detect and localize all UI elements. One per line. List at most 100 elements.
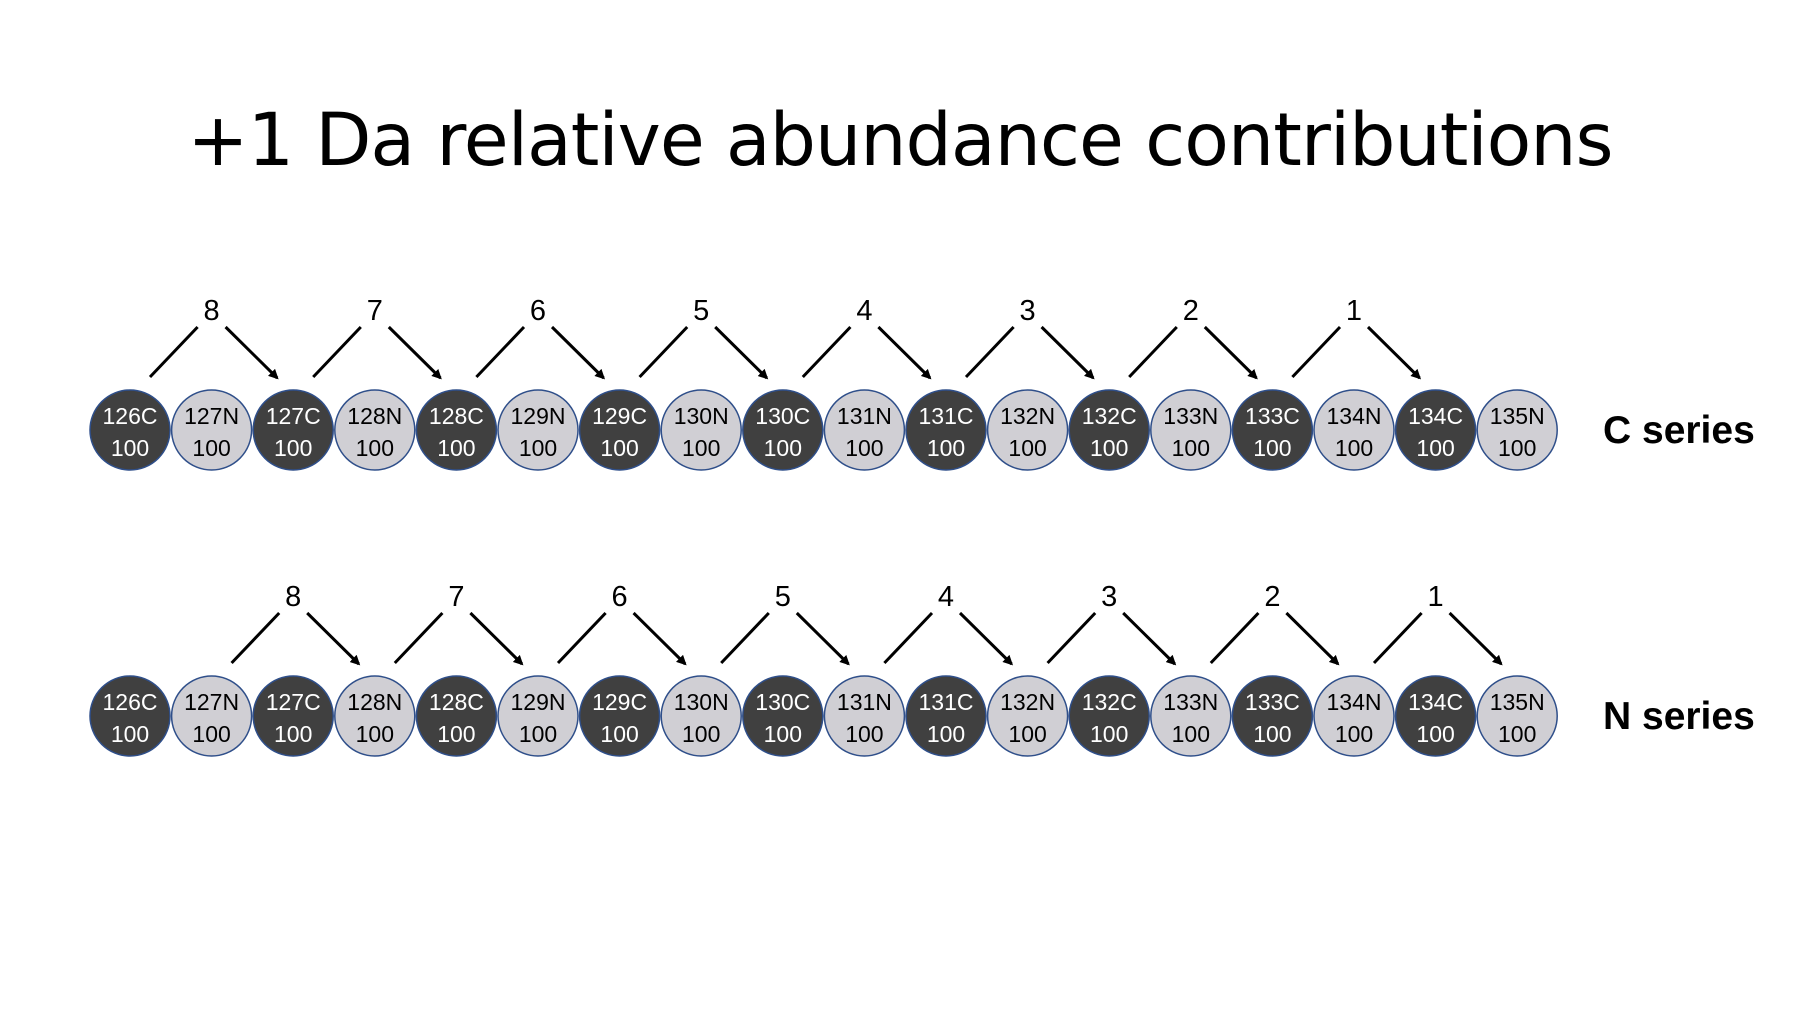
tag-abundance: 100 [1090, 721, 1128, 747]
tag-name: 131C [919, 689, 974, 715]
tag-abundance: 100 [1416, 435, 1454, 461]
transfer-line-up [720, 611, 770, 665]
reporter-disk [905, 389, 987, 471]
reporter-disk [170, 389, 253, 471]
tag-abundance: 100 [600, 435, 638, 461]
tag-name: 129C [592, 403, 647, 429]
transfer-line-down [469, 611, 524, 666]
reporter-disk [252, 389, 334, 471]
series-label: N series [1603, 695, 1755, 738]
tag-name: 126C [103, 403, 158, 429]
tag-name: 127C [266, 689, 321, 715]
transfer-weight: 2 [1183, 295, 1199, 327]
reporter-disk [497, 675, 579, 757]
reporter-disk [170, 675, 253, 757]
transfer-line-up [883, 611, 934, 665]
transfer-line-down [877, 325, 932, 380]
transfer-weight: 7 [367, 295, 383, 327]
transfer-line-up [964, 325, 1015, 379]
transfer-arrow: 8 [230, 581, 361, 666]
tag-name: 130N [674, 403, 729, 429]
transfer-arrow: 4 [883, 581, 1014, 666]
tag-abundance: 100 [764, 435, 802, 461]
reporter-disk [578, 675, 661, 757]
reporter-disk [1394, 675, 1477, 757]
reporter-disk [1394, 389, 1477, 471]
reporter-disk [660, 675, 742, 757]
reporter-tag: 130N 100 [660, 389, 742, 471]
tag-name: 128C [429, 403, 484, 429]
tag-abundance: 100 [1498, 721, 1536, 747]
transfer-weight: 3 [1020, 295, 1036, 327]
tag-name: 129N [511, 689, 566, 715]
transfer-line-down [795, 611, 850, 666]
reporter-tag: 129N 100 [497, 675, 579, 757]
tag-abundance: 100 [519, 721, 557, 747]
transfer-line-down [714, 325, 769, 380]
reporter-disk [334, 389, 416, 471]
tag-abundance: 100 [192, 721, 230, 747]
transfer-arrow: 8 [148, 295, 279, 380]
transfer-arrow: 6 [556, 581, 687, 666]
reporter-disk [1313, 389, 1395, 471]
tag-abundance: 100 [1090, 435, 1128, 461]
tag-name: 131N [837, 689, 892, 715]
transfer-line-up [312, 325, 362, 379]
reporter-disk [742, 675, 824, 757]
reporter-disk [1476, 675, 1558, 757]
transfer-weight: 5 [775, 581, 791, 613]
tag-abundance: 100 [682, 435, 720, 461]
series-row-1: 126C100127N100127C100128N100128C100129N1… [89, 295, 1755, 471]
transfer-arrow: 3 [964, 295, 1095, 380]
tag-name: 133C [1245, 689, 1300, 715]
transfer-weight: 2 [1264, 581, 1280, 613]
transfer-weight: 6 [612, 581, 628, 613]
transfer-weight: 4 [856, 295, 872, 327]
tag-abundance: 100 [1172, 721, 1210, 747]
tag-name: 128N [347, 689, 402, 715]
transfer-arrow: 5 [638, 295, 769, 380]
transfer-arrow: 2 [1128, 295, 1258, 380]
tag-name: 130N [674, 689, 729, 715]
tag-name: 128N [347, 403, 402, 429]
tag-abundance: 100 [1253, 435, 1291, 461]
transfer-arrow: 7 [312, 295, 442, 380]
transfer-weight: 3 [1101, 581, 1117, 613]
transfer-arrow: 3 [1046, 581, 1177, 666]
tag-name: 131C [919, 403, 974, 429]
tag-abundance: 100 [437, 435, 475, 461]
transfer-line-up [393, 611, 444, 665]
transfer-line-down [1448, 611, 1503, 666]
transfer-arrow: 1 [1291, 295, 1422, 380]
tag-abundance: 100 [274, 721, 312, 747]
reporter-disk [660, 389, 742, 471]
transfer-weight: 1 [1346, 295, 1362, 327]
tag-abundance: 100 [111, 721, 149, 747]
transfer-line-down [1203, 325, 1258, 380]
tag-name: 130C [755, 689, 810, 715]
transfer-line-up [1128, 325, 1178, 379]
reporter-disk [823, 389, 906, 471]
reporter-disk [1231, 389, 1314, 471]
reporter-disk [415, 389, 498, 471]
tag-abundance: 100 [1008, 721, 1046, 747]
tag-name: 135N [1490, 403, 1545, 429]
